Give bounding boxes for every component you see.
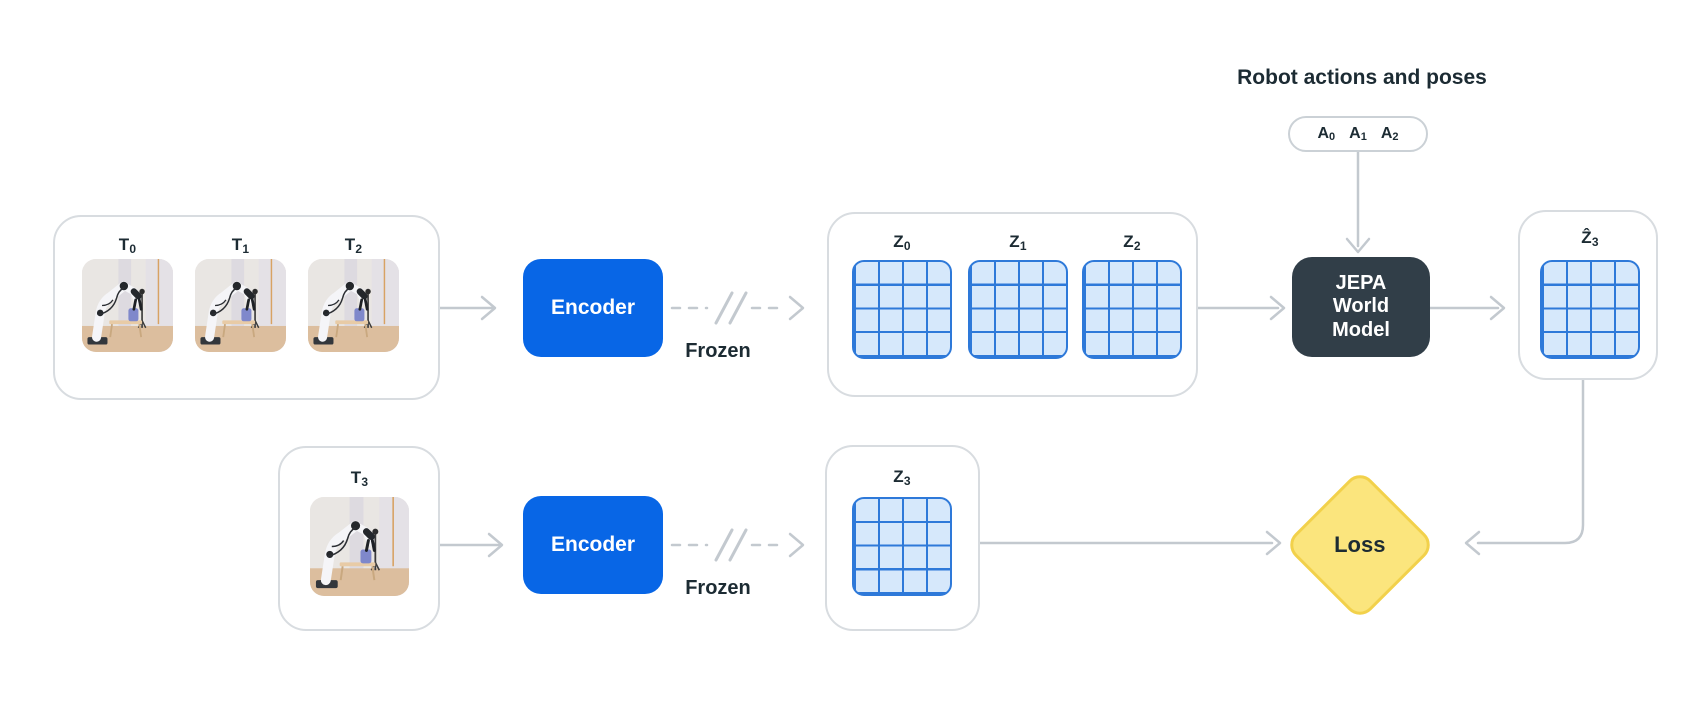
target-frame-container: T3 — [278, 446, 440, 631]
prediction-label: Ẑ3 — [1581, 228, 1599, 249]
encoder-node-bottom: Encoder — [523, 496, 663, 594]
frame-label: T0 — [118, 235, 137, 256]
frozen-label-bottom: Frozen — [685, 577, 751, 599]
latent-label: Z3 — [893, 467, 911, 488]
prediction-grid — [1540, 260, 1640, 359]
latents-container: Z0 Z1 Z2 — [827, 212, 1198, 397]
latent-grid — [1082, 260, 1182, 359]
world-model-line: JEPA — [1335, 272, 1387, 295]
jepa-world-model-node: JEPA World Model — [1292, 257, 1430, 357]
action-token: A1 — [1349, 125, 1367, 143]
latent-grid — [852, 497, 952, 596]
robot-frame-image — [82, 259, 173, 352]
world-model-line: Model — [1332, 318, 1390, 341]
frame-label: T1 — [231, 235, 250, 256]
actions-box: A0 A1 A2 — [1288, 116, 1428, 152]
action-token: A2 — [1380, 125, 1399, 143]
robot-frame-image — [195, 259, 286, 352]
world-model-line: World — [1332, 295, 1390, 318]
frozen-label-top: Frozen — [685, 340, 751, 362]
loss-label: Loss — [1334, 531, 1386, 557]
latent-label: Z2 — [1123, 232, 1141, 253]
robot-frame-image — [308, 259, 399, 352]
latent-grid — [968, 260, 1068, 359]
robot-frame-image — [310, 497, 409, 596]
actions-caption: Robot actions and poses — [1237, 66, 1487, 89]
action-token: A0 — [1317, 125, 1336, 143]
frame-label: T3 — [350, 468, 369, 489]
encoder-label: Encoder — [550, 533, 636, 556]
encoder-label: Encoder — [550, 296, 636, 319]
encoder-node-top: Encoder — [523, 259, 663, 357]
input-frames-container: T0 T1 T2 — [53, 215, 440, 400]
prediction-container: Ẑ3 — [1518, 210, 1658, 380]
frame-label: T2 — [344, 235, 363, 256]
latent-grid — [852, 260, 952, 359]
latent-label: Z1 — [1009, 232, 1027, 253]
latent-label: Z0 — [893, 232, 911, 253]
target-latent-container: Z3 — [825, 445, 980, 631]
